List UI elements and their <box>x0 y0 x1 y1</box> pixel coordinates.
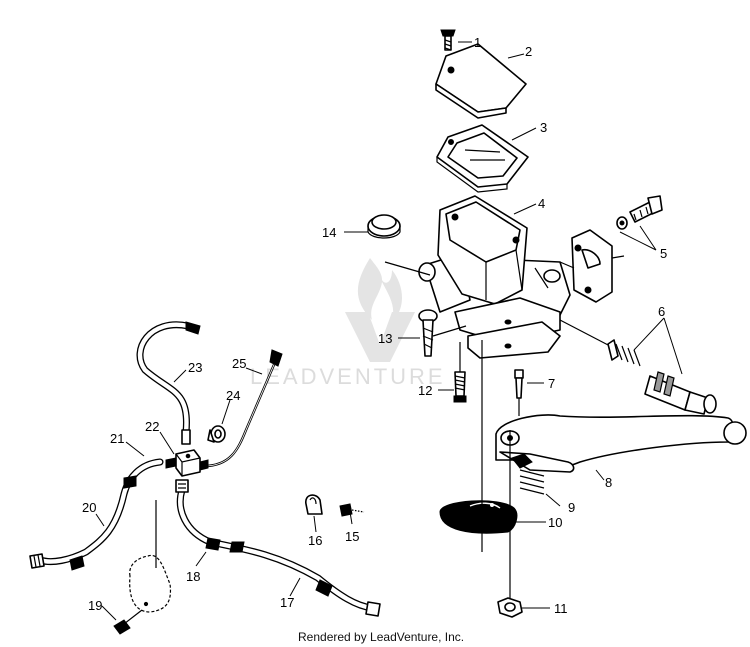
callouts: 1 2 3 4 5 6 7 8 9 10 11 12 13 14 15 16 1… <box>82 35 667 616</box>
watermark-text: LEADVENTURE <box>250 364 446 389</box>
part-10-lever-guard <box>439 500 518 534</box>
callout-24: 24 <box>226 388 240 403</box>
leader-lines <box>95 41 683 621</box>
callout-25: 25 <box>232 356 246 371</box>
callout-2: 2 <box>525 44 532 59</box>
part-6-piston-kit <box>559 319 717 415</box>
part-16-clip <box>305 494 323 515</box>
callout-6: 6 <box>658 304 665 319</box>
part-9-spring <box>519 469 545 495</box>
part-1-screw <box>440 29 456 51</box>
part-25-brake-line <box>203 349 283 468</box>
watermark-v-icon <box>345 312 415 362</box>
watermark-flame-icon <box>357 258 402 326</box>
part-3-gasket <box>436 124 529 193</box>
watermark: LEADVENTURE <box>250 258 446 389</box>
part-5-clamp <box>559 195 663 303</box>
callout-12: 12 <box>418 383 432 398</box>
callout-5: 5 <box>660 246 667 261</box>
callout-15: 15 <box>345 529 359 544</box>
callout-7: 7 <box>548 376 555 391</box>
assembly-centerline <box>481 340 511 580</box>
part-7-pivot-pin <box>514 369 524 416</box>
callout-1: 1 <box>474 35 481 50</box>
callout-3: 3 <box>540 120 547 135</box>
callout-23: 23 <box>188 360 202 375</box>
callout-18: 18 <box>186 569 200 584</box>
callout-9: 9 <box>568 500 575 515</box>
callout-22: 22 <box>145 419 159 434</box>
callout-19: 19 <box>88 598 102 613</box>
part-15-screw <box>339 503 365 517</box>
callout-17: 17 <box>280 595 294 610</box>
callout-11: 11 <box>554 601 568 616</box>
callout-20: 20 <box>82 500 96 515</box>
part-19-bolt <box>113 500 172 635</box>
part-13-pivot-bolt <box>418 309 467 357</box>
part-22-junction-block <box>165 449 209 477</box>
part-11-nut <box>497 580 523 618</box>
footer-credit: Rendered by LeadVenture, Inc. <box>298 630 464 644</box>
callout-21: 21 <box>110 431 124 446</box>
callout-10: 10 <box>548 515 562 530</box>
part-4-master-cylinder <box>384 195 571 359</box>
part-23-hose <box>136 321 201 445</box>
callout-13: 13 <box>378 331 392 346</box>
callout-16: 16 <box>308 533 322 548</box>
part-17-hose <box>175 479 381 617</box>
part-2-cover <box>435 43 527 119</box>
part-20-hose <box>29 458 164 571</box>
callout-14: 14 <box>322 225 336 240</box>
part-24-fitting <box>207 425 226 443</box>
callout-8: 8 <box>605 475 612 490</box>
part-14-boot <box>367 214 401 239</box>
part-12-stud <box>453 342 467 403</box>
part-8-lever <box>495 414 747 473</box>
callout-4: 4 <box>538 196 545 211</box>
